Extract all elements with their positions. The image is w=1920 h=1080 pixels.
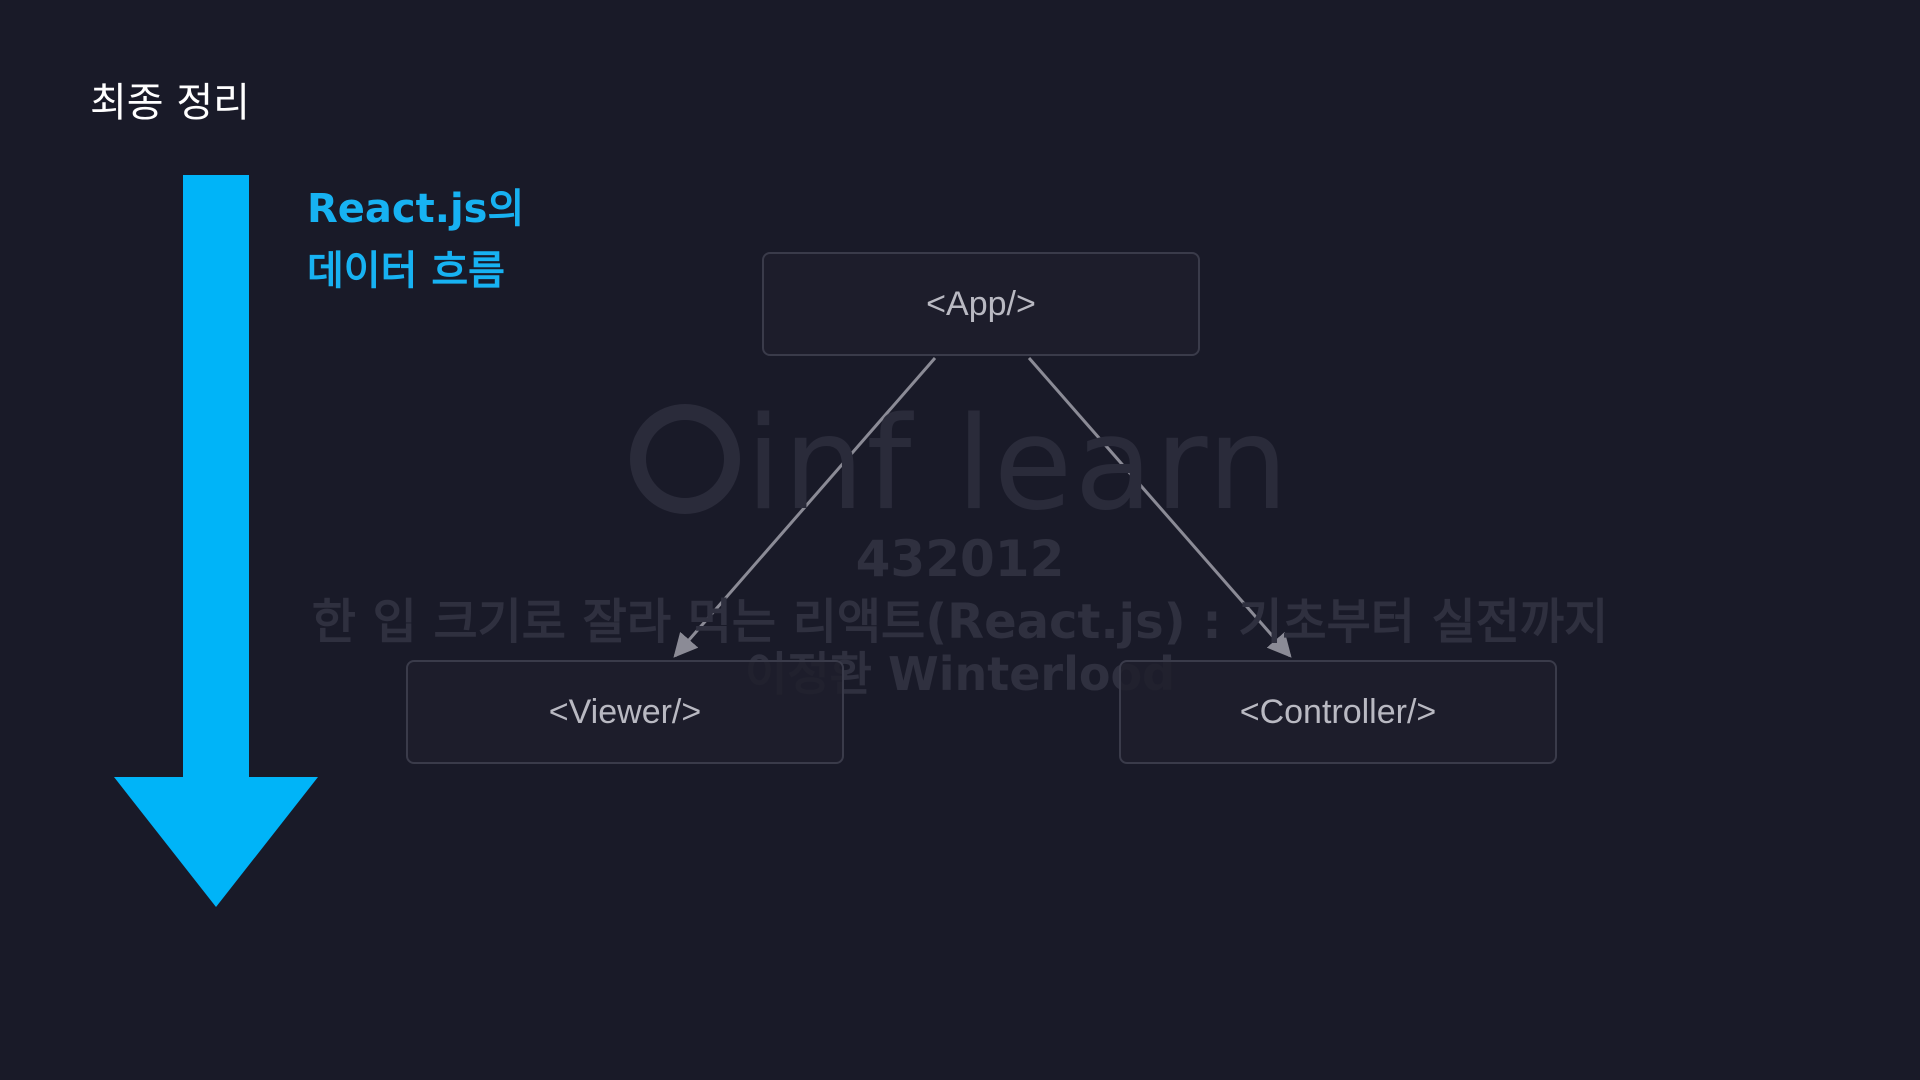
app-component-label: <App/>	[926, 284, 1036, 323]
viewer-component-box: <Viewer/>	[406, 660, 844, 764]
connector-app-to-viewer	[673, 357, 937, 658]
viewer-component-label: <Viewer/>	[548, 692, 702, 731]
watermark-id: 432012	[855, 530, 1065, 588]
connector-app-to-controller	[1027, 357, 1292, 658]
controller-component-box: <Controller/>	[1119, 660, 1557, 764]
inflearn-logo-icon	[629, 404, 740, 514]
watermark-logo: inf learn	[0, 390, 1920, 539]
data-flow-label: React.js의 데이터 흐름	[307, 178, 524, 302]
slide-title: 최종 정리	[90, 80, 250, 126]
app-component-box: <App/>	[762, 252, 1200, 356]
watermark-course: 한 입 크기로 잘라 먹는 리액트(React.js) : 기초부터 실전까지	[311, 594, 1609, 650]
watermark-logo-text: inf learn	[745, 390, 1291, 539]
data-flow-label-line2: 데이터 흐름	[307, 248, 505, 294]
controller-component-label: <Controller/>	[1239, 692, 1437, 731]
watermark-author: 이정환 Winterlood	[744, 647, 1175, 701]
down-arrow-icon	[114, 175, 318, 907]
data-flow-label-line1: React.js의	[307, 186, 525, 232]
